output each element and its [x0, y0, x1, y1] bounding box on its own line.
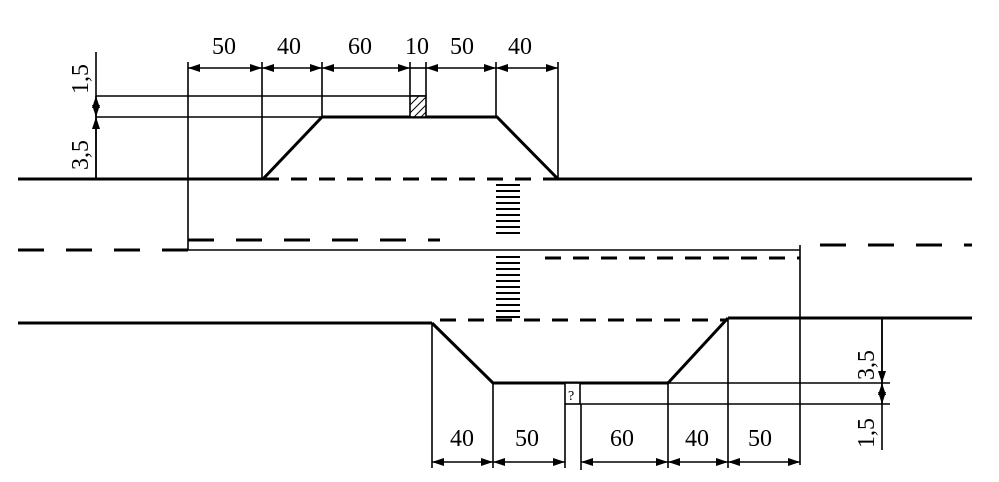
- top-hatch-pattern: [409, 95, 427, 118]
- bottom-dim-label-3: 60: [610, 426, 634, 452]
- top-dim-label-2: 40: [277, 34, 301, 60]
- bottom-height-upper: 3,5: [854, 350, 880, 380]
- top-dim-label-6: 40: [508, 34, 532, 60]
- bottom-bus-bay: ? 40 50 60 40 50 3,5 1,5: [430, 316, 890, 470]
- crosswalk-connector: [187, 184, 801, 465]
- top-dim-label-4: 10: [405, 34, 429, 60]
- crosswalk: [496, 184, 520, 318]
- top-bay-outline: [261, 115, 560, 181]
- bottom-dim-label-4: 40: [685, 426, 709, 452]
- top-dim-label-1: 50: [212, 34, 236, 60]
- bottom-dim-label-1: 40: [450, 426, 474, 452]
- bottom-dim-label-5: 50: [748, 426, 772, 452]
- bottom-dim-label-2: 50: [515, 426, 539, 452]
- top-dim-label-3: 60: [348, 34, 372, 60]
- bottom-small-box: [564, 382, 581, 405]
- top-height-lower: 3,5: [68, 140, 94, 170]
- top-dim-label-5: 50: [450, 34, 474, 60]
- bottom-bay-outline: [430, 316, 730, 385]
- bottom-height-lower: 1,5: [854, 418, 880, 448]
- bottom-box-mark: ?: [568, 389, 574, 404]
- top-bus-bay: 50 40 60 10 50 40 1,5 3,5: [68, 34, 560, 240]
- road-lines: [18, 177, 972, 325]
- top-height-upper: 1,5: [68, 64, 94, 94]
